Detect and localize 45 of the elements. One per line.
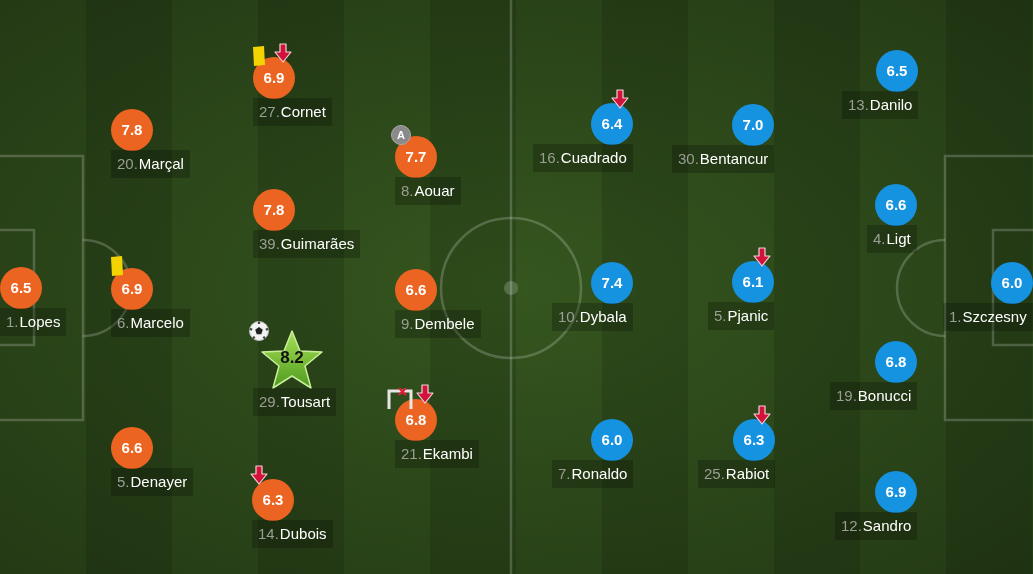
player-name: Cornet xyxy=(280,102,326,121)
shirt-number: 14. xyxy=(258,524,279,543)
player-name: Ronaldo xyxy=(571,464,628,483)
player-name: Rabiot xyxy=(725,464,770,483)
player-name: Cuadrado xyxy=(560,148,627,167)
player-name: Szczesny xyxy=(962,307,1027,326)
player-name: Marcelo xyxy=(130,313,184,332)
shirt-number: 21. xyxy=(401,444,422,463)
player-name: Danilo xyxy=(869,95,913,114)
player-name: Aouar xyxy=(414,181,455,200)
shirt-number: 8. xyxy=(401,181,414,200)
shirt-number: 12. xyxy=(841,516,862,535)
shirt-number: 19. xyxy=(836,386,857,405)
shirt-number: 13. xyxy=(848,95,869,114)
player-name: Denayer xyxy=(130,472,188,491)
shirt-number: 7. xyxy=(558,464,571,483)
shirt-number: 1. xyxy=(949,307,962,326)
player-name: Bonucci xyxy=(857,386,912,405)
player-name: Ekambi xyxy=(422,444,473,463)
player-name: Lopes xyxy=(19,312,61,331)
shirt-number: 25. xyxy=(704,464,725,483)
shirt-number: 30. xyxy=(678,149,699,168)
player-name: Pjanic xyxy=(727,306,769,325)
shirt-number: 5. xyxy=(117,472,130,491)
player-name: Dembele xyxy=(414,314,475,333)
shirt-number: 39. xyxy=(259,234,280,253)
shirt-number: 6. xyxy=(117,313,130,332)
shirt-number: 9. xyxy=(401,314,414,333)
player-name: Guimarães xyxy=(280,234,355,253)
shirt-number: 4. xyxy=(873,229,886,248)
player-name: Bentancur xyxy=(699,149,769,168)
player-name: Dubois xyxy=(279,524,327,543)
player-name: Marçal xyxy=(138,154,184,173)
star-rating: 8.2 xyxy=(260,330,324,390)
shirt-number: 16. xyxy=(539,148,560,167)
shirt-number: 27. xyxy=(259,102,280,121)
shirt-number: 10. xyxy=(558,307,579,326)
shirt-number: 29. xyxy=(259,392,280,411)
shirt-number: 5. xyxy=(714,306,727,325)
player-name: Tousart xyxy=(280,392,331,411)
shirt-number: 1. xyxy=(6,312,19,331)
player-name: Dybala xyxy=(579,307,627,326)
player-name: Ligt xyxy=(886,229,911,248)
shirt-number: 20. xyxy=(117,154,138,173)
player-name: Sandro xyxy=(862,516,912,535)
